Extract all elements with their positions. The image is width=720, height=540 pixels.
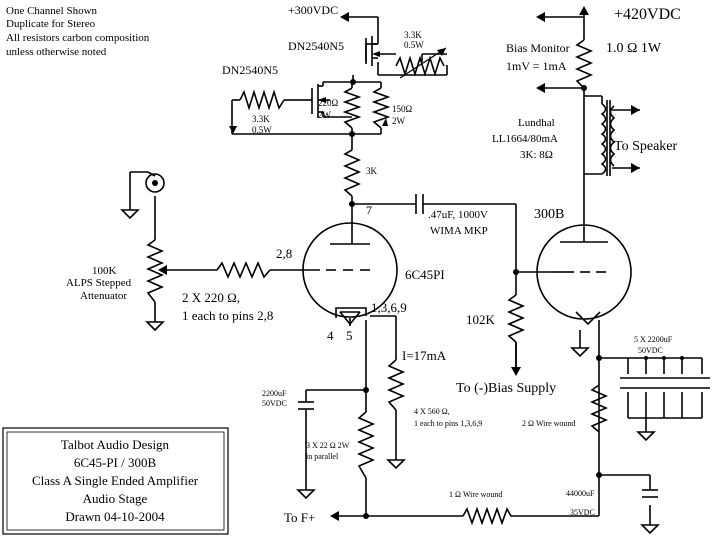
label-bias-scale: 1mV = 1mA: [506, 59, 567, 73]
label-transformer-ratio: 3K: 8Ω: [520, 149, 553, 161]
resistor-220: [342, 87, 362, 129]
label-pins-1369: 1,3,6,9: [371, 300, 407, 315]
arrows: [330, 6, 640, 521]
label-grid-resistor-note: 1 each to pins 2,8: [182, 308, 273, 323]
label-r220-value: 220Ω: [318, 98, 339, 108]
cap-44000: [642, 489, 658, 498]
label-to-filament: To F+: [284, 510, 315, 525]
resistor-attenuator: [145, 239, 165, 303]
label-mosfet-bottom: DN2540N5: [222, 63, 278, 77]
resistor-150: [371, 87, 391, 129]
tube-300b: [536, 224, 632, 326]
label-r220-power: 2W: [318, 110, 332, 120]
output-transformer: [584, 96, 616, 176]
label-r-1ohm-ww: 1 Ω Wire wound: [449, 490, 502, 499]
label-attenuator-brand: ALPS Stepped: [66, 277, 132, 289]
label-grid-resistor: 2 X 220 Ω,: [182, 290, 240, 305]
header-notes: One Channel Shown Duplicate for Stereo A…: [6, 5, 150, 58]
resistor-560: [386, 359, 406, 411]
label-r22-note: in parallel: [306, 452, 339, 461]
title-stage: Audio Stage: [83, 491, 148, 506]
title-model: 6C45-PI / 300B: [74, 455, 157, 470]
label-r560-count: 4 X 560 Ω,: [414, 407, 450, 416]
label-r150-power: 2W: [392, 116, 406, 126]
label-transformer-model: LL1664/80mA: [492, 133, 558, 145]
label-r-2ohm: 2 Ω Wire wound: [522, 419, 575, 428]
label-attenuator-type: Attenuator: [80, 290, 127, 302]
label-coupling-cap-type: WIMA MKP: [430, 225, 488, 237]
junctions: [349, 79, 684, 519]
title-company: Talbot Audio Design: [61, 437, 170, 452]
label-pin5: 5: [346, 328, 353, 343]
label-cap-bank-count: 5 X 2200uF: [634, 335, 673, 344]
label-cap-bank-voltage: 50VDC: [638, 346, 663, 355]
resistor-3k3-left: [239, 89, 285, 111]
label-attenuator-value: 100K: [92, 265, 117, 277]
label-current: I=17mA: [402, 348, 447, 363]
note-line: unless otherwise noted: [6, 46, 107, 58]
cap-bank: [620, 358, 710, 432]
mosfet-top: [365, 36, 380, 66]
label-r560-note: 1 each to pins 1,3,6,9: [414, 419, 482, 428]
resistor-102k: [506, 294, 526, 343]
resistor-3k3-top: [395, 55, 445, 77]
label-r-mos-top-power: 0.5W: [404, 40, 424, 50]
label-coupling-cap-value: .47uF, 1000V: [428, 209, 488, 221]
label-300vdc: +300VDC: [288, 3, 338, 17]
resistor-2ohm: [589, 384, 609, 433]
label-r-1ohm: 1.0 Ω 1W: [606, 41, 662, 56]
title-block-frame: [2, 427, 229, 535]
label-r150-value: 150Ω: [392, 104, 413, 114]
label-r102k: 102K: [466, 312, 496, 327]
label-6c45pi: 6C45PI: [405, 267, 445, 282]
label-cap-2200-value: 2200uF: [262, 389, 287, 398]
label-r3k: 3K: [366, 166, 378, 176]
label-r-mos-top-value: 3.3K: [404, 30, 422, 40]
label-420vdc: +420VDC: [614, 6, 681, 23]
resistor-1ohm: [574, 39, 594, 89]
tube-6c45: [302, 222, 398, 326]
note-line: Duplicate for Stereo: [6, 18, 96, 30]
label-cap-2200-voltage: 50VDC: [262, 399, 287, 408]
label-pins-28: 2,8: [276, 246, 292, 261]
label-300b: 300B: [534, 207, 564, 222]
label-r22-count: 3 X 22 Ω 2W: [306, 441, 350, 450]
label-transformer-brand: Lundhal: [518, 117, 555, 129]
resistor-22: [356, 411, 376, 479]
title-description: Class A Single Ended Amplifier: [32, 473, 199, 488]
label-mosfet-top: DN2540N5: [288, 39, 344, 53]
note-line: All resistors carbon composition: [6, 32, 150, 44]
title-block: Talbot Audio Design 6C45-PI / 300B Class…: [32, 437, 199, 524]
coupling-capacitor: [415, 194, 424, 214]
resistor-3k: [342, 149, 362, 197]
pot-arrows: [158, 47, 447, 275]
note-line: One Channel Shown: [6, 5, 98, 17]
input-jack: [145, 171, 165, 193]
mosfet-bottom: [311, 82, 330, 118]
title-date: Drawn 04-10-2004: [65, 509, 165, 524]
label-r-mos-left-power: 0.5W: [252, 125, 272, 135]
resistor-grid: [216, 260, 271, 280]
cap-2200: [298, 401, 314, 410]
label-pin4: 4: [327, 328, 334, 343]
resistor-1ohm-ww: [462, 506, 515, 526]
resistors: [145, 39, 609, 526]
label-to-speaker: To Speaker: [614, 139, 678, 154]
label-cap-44000-voltage: 35VDC: [570, 508, 595, 517]
label-to-bias: To (-)Bias Supply: [456, 381, 556, 396]
label-pin7: 7: [366, 203, 372, 217]
label-r-mos-left-value: 3.3K: [252, 114, 270, 124]
ground-symbols: [120, 209, 660, 535]
label-cap-44000-value: 44000uF: [566, 489, 595, 498]
label-bias-monitor: Bias Monitor: [506, 41, 570, 55]
